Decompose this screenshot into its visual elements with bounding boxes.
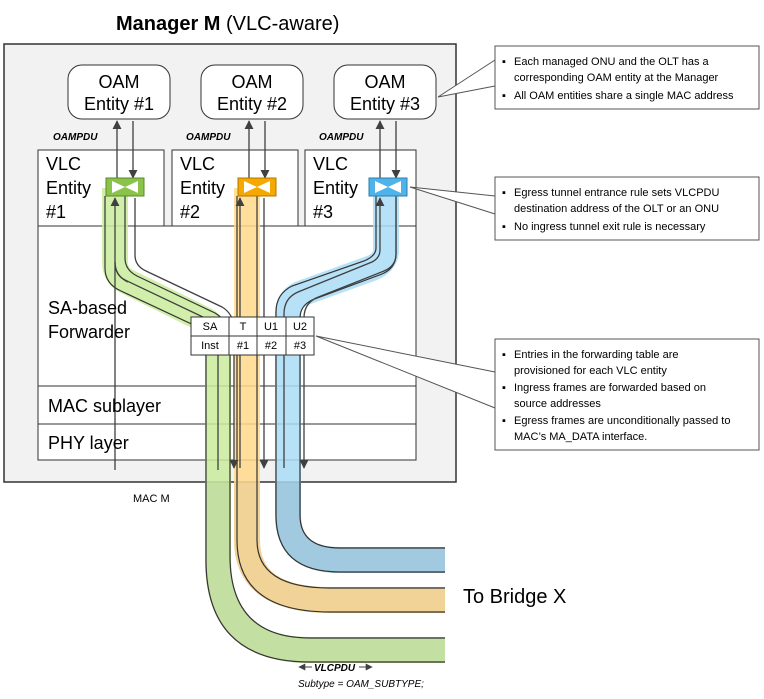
forwarder-label-line2: Forwarder xyxy=(48,322,130,342)
note-2: ▪ Egress tunnel entrance rule sets VLCPD… xyxy=(409,176,760,241)
oam-entity-3: OAM Entity #3 xyxy=(333,64,437,120)
note-3-line-2: provisioned for each VLC entity xyxy=(514,365,667,377)
note-3-line-6: MAC’s MA_DATA interface. xyxy=(514,431,647,443)
tunnel-outline-orange-outer xyxy=(236,196,445,613)
note-3-pointer xyxy=(315,335,496,409)
vlcpdu-label: VLCPDU xyxy=(314,663,356,674)
note-2-line-1: Egress tunnel entrance rule sets VLCPDU xyxy=(514,187,719,199)
tunnel-arrow-3-up xyxy=(283,197,385,468)
manager-title-bold: Manager M xyxy=(116,13,220,35)
manager-title: Manager M (VLC-aware) xyxy=(116,13,339,35)
tunnel-band-lower-blue xyxy=(275,482,445,573)
note-3-line-5: Egress frames are unconditionally passed… xyxy=(514,415,730,427)
oam-entity-1-line1: OAM xyxy=(98,72,139,92)
oampdu-label-3: OAMPDU xyxy=(319,132,364,143)
vlc-entity-3-line2: Entity xyxy=(313,178,358,198)
vlc-entity-3-labels: VLC Entity #3 xyxy=(313,154,358,222)
note-3-bullet-2: ▪ xyxy=(502,382,506,394)
note-1-line-1: Each managed ONU and the OLT has a xyxy=(514,56,710,68)
vlc-entity-1-line3: #1 xyxy=(46,202,66,222)
note-2-bullet-2: ▪ xyxy=(502,221,506,233)
forwarder-label-line1: SA-based xyxy=(48,298,127,318)
oam-entity-3-line2: Entity #3 xyxy=(350,94,420,114)
tunnel-endpoint-icon-3 xyxy=(368,177,408,197)
table-header-sa: SA xyxy=(203,321,218,333)
vlc-entity-2-line3: #2 xyxy=(180,202,200,222)
tunnel-arrow-3-down xyxy=(299,198,397,469)
note-3-line-3: Ingress frames are forwarded based on xyxy=(514,382,706,394)
vlc-entity-1-labels: VLC Entity #1 xyxy=(46,154,91,222)
note-1-bullet-1: ▪ xyxy=(502,56,506,68)
phy-layer-label: PHY layer xyxy=(48,433,129,453)
note-1-bullet-2: ▪ xyxy=(502,90,506,102)
tunnel-endpoint-icon-2 xyxy=(237,177,277,197)
table-header-t: T xyxy=(240,321,247,333)
tunnel-outline-orange-inner xyxy=(256,196,445,589)
note-3-line-4: source addresses xyxy=(514,398,601,410)
tunnel-band-lower-green xyxy=(205,482,445,663)
note-2-line-2: destination address of the OLT or an ONU xyxy=(514,203,719,215)
mac-sublayer-label: MAC sublayer xyxy=(48,396,161,416)
oam-entity-2-line1: OAM xyxy=(231,72,272,92)
note-3: ▪ Entries in the forwarding table are pr… xyxy=(315,335,760,451)
oampdu-label-1: OAMPDU xyxy=(53,132,98,143)
vlcpdu-subtype: Subtype = OAM_SUBTYPE; xyxy=(298,679,424,690)
note-2-pointer xyxy=(409,186,496,215)
vlc-entity-2-line1: VLC xyxy=(180,154,215,174)
oam-entity-3-line1: OAM xyxy=(364,72,405,92)
table-cell-3: #3 xyxy=(294,340,306,352)
note-3-line-1: Entries in the forwarding table are xyxy=(514,349,678,361)
note-1-line-3: All OAM entities share a single MAC addr… xyxy=(514,90,734,102)
oam-entity-2-line2: Entity #2 xyxy=(217,94,287,114)
vlc-entity-2-line2: Entity xyxy=(180,178,225,198)
forwarding-table: SA T U1 U2 Inst #1 #2 #3 xyxy=(190,316,315,356)
oampdu-label-2: OAMPDU xyxy=(186,132,231,143)
oampdu-arrows xyxy=(112,120,401,179)
table-cell-2: #2 xyxy=(265,340,277,352)
to-bridge-label: To Bridge X xyxy=(463,586,566,608)
note-3-bullet-1: ▪ xyxy=(502,349,506,361)
vlc-entity-1-line2: Entity xyxy=(46,178,91,198)
note-3-bullet-3: ▪ xyxy=(502,415,506,427)
note-1-line-2: corresponding OAM entity at the Manager xyxy=(514,72,719,84)
table-header-u1: U1 xyxy=(264,321,278,333)
oam-entity-1-line2: Entity #1 xyxy=(84,94,154,114)
vlc-entity-3-line1: VLC xyxy=(313,154,348,174)
note-1-pointer xyxy=(437,59,496,98)
oam-entity-1: OAM Entity #1 xyxy=(67,64,171,120)
vlc-entity-3-line3: #3 xyxy=(313,202,333,222)
note-1: ▪ Each managed ONU and the OLT has a cor… xyxy=(437,45,760,110)
table-cell-1: #1 xyxy=(237,340,249,352)
table-header-u2: U2 xyxy=(293,321,307,333)
mac-m-label: MAC M xyxy=(133,493,170,505)
vlc-entity-2-labels: VLC Entity #2 xyxy=(180,154,225,222)
oam-entity-2: OAM Entity #2 xyxy=(200,64,304,120)
tunnel-band-lower-orange xyxy=(234,482,445,613)
table-cell-inst: Inst xyxy=(201,340,219,352)
note-2-bullet-1: ▪ xyxy=(502,187,506,199)
tunnel-outline-blue-outer xyxy=(275,196,445,573)
vlc-entity-1-line1: VLC xyxy=(46,154,81,174)
manager-title-rest: (VLC-aware) xyxy=(220,13,339,35)
vlcpdu-annotation: VLCPDU Subtype = OAM_SUBTYPE; xyxy=(298,663,424,690)
tunnel-endpoint-icon-1 xyxy=(105,177,145,197)
note-2-line-3: No ingress tunnel exit rule is necessary xyxy=(514,221,706,233)
